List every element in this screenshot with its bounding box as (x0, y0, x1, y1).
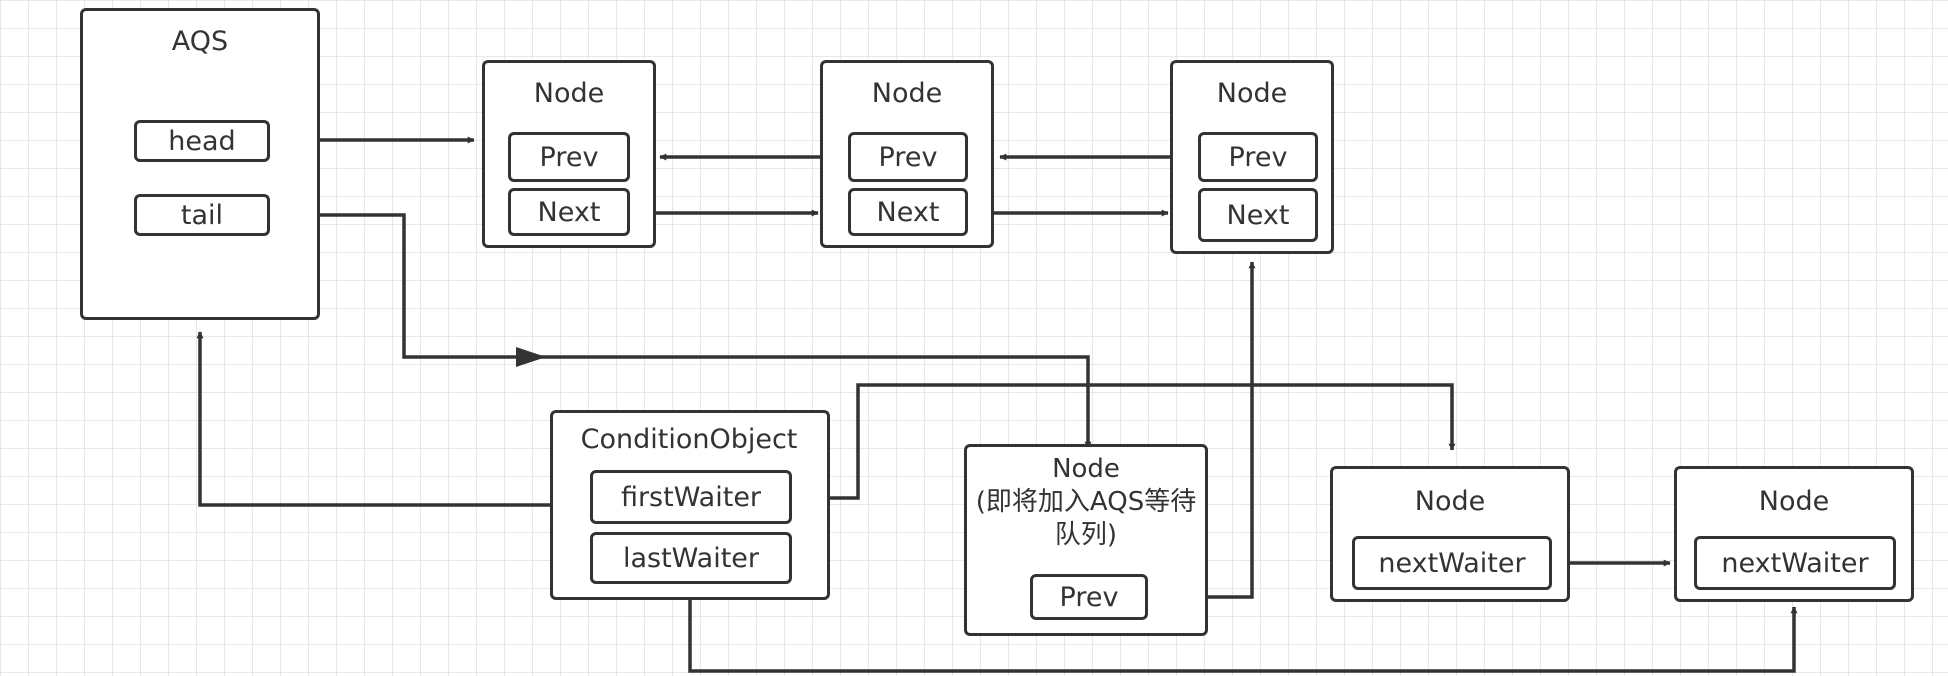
last-waiter-to-last-node-arrow (688, 585, 1798, 673)
tail-midpoint-arrowhead (516, 347, 546, 367)
tail-to-pending-node-arrow (270, 213, 1092, 449)
sync-node-3-prev[interactable]: Prev (1198, 132, 1318, 182)
sync-node-2-prev[interactable]: Prev (848, 132, 968, 182)
sync-node-2-next[interactable]: Next (848, 188, 968, 236)
first-waiter-field[interactable]: firstWaiter (590, 470, 792, 524)
wait-node-1-title: Node (1414, 486, 1486, 517)
sync-node-3-title: Node (1216, 78, 1288, 109)
aqs-box: AQS (80, 8, 320, 320)
pending-node-title-line3: 队列) (1054, 520, 1118, 550)
wait-node-1-next-waiter[interactable]: nextWaiter (1352, 536, 1552, 590)
wait-node-2-next-waiter[interactable]: nextWaiter (1694, 536, 1896, 590)
sync-node-3-next[interactable]: Next (1198, 188, 1318, 242)
aqs-title: AQS (171, 26, 229, 57)
sync-node-1-title: Node (533, 78, 605, 109)
last-waiter-field[interactable]: lastWaiter (590, 532, 792, 584)
head-field[interactable]: head (134, 120, 270, 162)
pending-node-prev[interactable]: Prev (1030, 574, 1148, 620)
sync-node-1-next[interactable]: Next (508, 188, 630, 236)
pending-node-title-line1: Node (1052, 454, 1120, 484)
condition-to-aqs-arrow (196, 331, 550, 507)
sync-node-1-prev[interactable]: Prev (508, 132, 630, 182)
pending-node-title-line2: (即将加入AQS等待 (975, 487, 1197, 517)
sync-node-2-title: Node (871, 78, 943, 109)
condition-object-title: ConditionObject (580, 424, 798, 455)
first-waiter-to-wait-node-arrow (792, 383, 1456, 500)
wait-node-2-title: Node (1758, 486, 1830, 517)
tail-field[interactable]: tail (134, 194, 270, 236)
